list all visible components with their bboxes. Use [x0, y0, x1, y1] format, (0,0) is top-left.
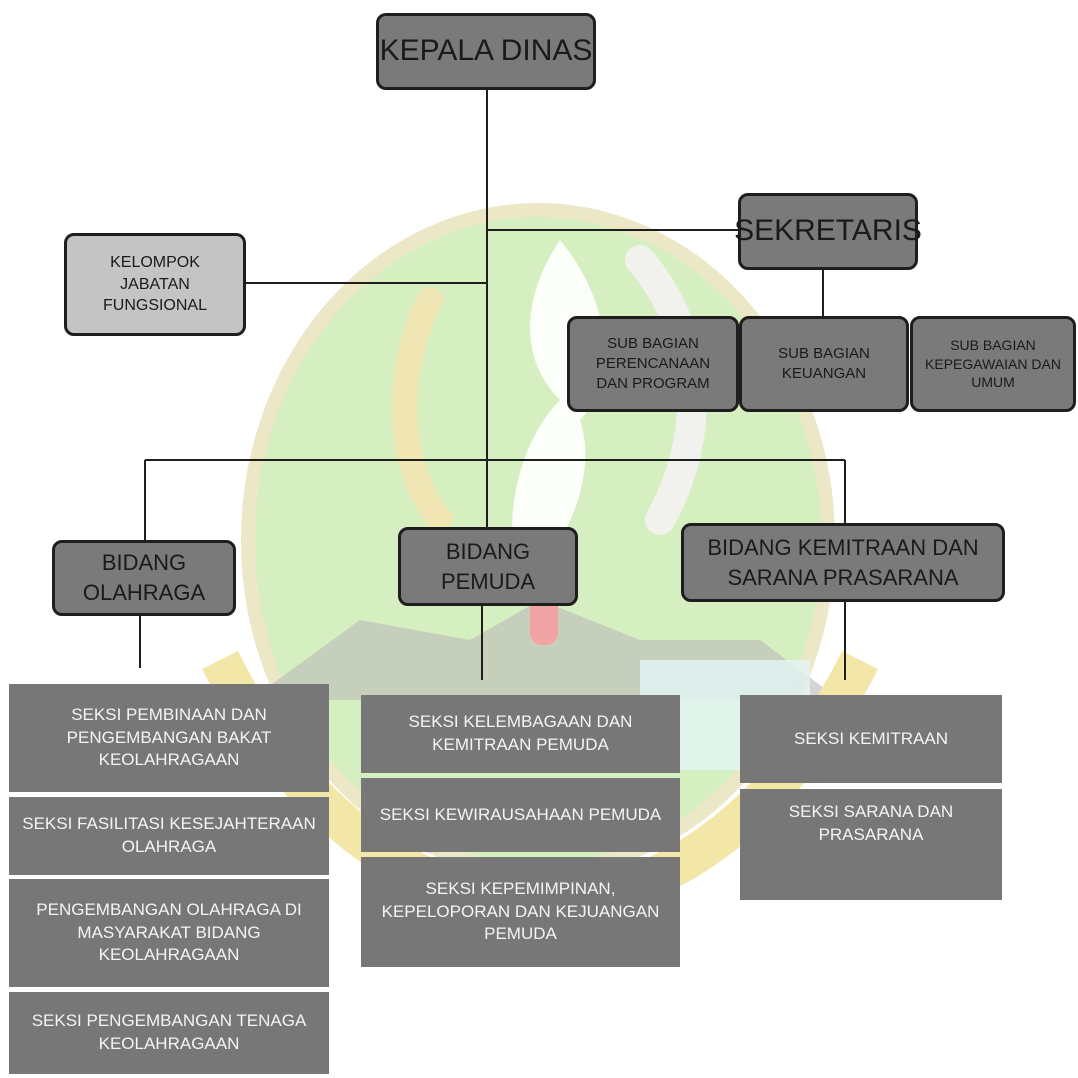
seksi-line: OLAHRAGA — [121, 837, 217, 856]
sub-kepegawaian-line-3: UMUM — [971, 374, 1015, 391]
seksi-kepemimpinan-box: SEKSI KEPEMIMPINAN, KEPELOPORAN DAN KEJU… — [361, 857, 680, 967]
seksi-line: PENGEMBANGAN BAKAT — [66, 727, 272, 747]
seksi-line: KEMITRAAN PEMUDA — [432, 735, 609, 754]
kepala-dinas-label: KEPALA DINAS — [379, 34, 593, 68]
seksi-line: PRASARANA — [818, 824, 924, 844]
bidang-kemitraan-line-2: SARANA PRASARANA — [727, 564, 959, 590]
kelompok-line-1: KELOMPOK — [110, 254, 200, 272]
seksi-line: SEKSI KEWIRAUSAHAAN PEMUDA — [379, 804, 662, 824]
bidang-pemuda-line-1: BIDANG — [445, 538, 531, 564]
seksi-line: SEKSI SARANA DAN — [788, 802, 954, 821]
seksi-line: SEKSI FASILITASI KESEJAHTERAAN — [22, 814, 316, 834]
seksi-sarana-prasarana-box: SEKSI SARANA DAN PRASARANA — [740, 789, 1002, 900]
seksi-line: PEMUDA — [484, 924, 557, 944]
sub-bagian-keuangan-box: SUB BAGIAN KEUANGAN — [739, 316, 909, 412]
seksi-line: MASYARAKAT BIDANG — [77, 922, 261, 942]
bidang-kemitraan-box: BIDANG KEMITRAAN DAN SARANA PRASARANA — [681, 523, 1005, 602]
bidang-pemuda-box: BIDANG PEMUDA — [398, 527, 578, 606]
pengembangan-olahraga-masyarakat-box: PENGEMBANGAN OLAHRAGA DI MASYARAKAT BIDA… — [9, 879, 329, 987]
sub-bagian-kepegawaian-box: SUB BAGIAN KEPEGAWAIAN DAN UMUM — [910, 316, 1076, 412]
seksi-line: SEKSI PEMBINAAN DAN — [71, 704, 267, 724]
sub-bagian-perencanaan-box: SUB BAGIAN PERENCANAAN DAN PROGRAM — [567, 316, 739, 412]
seksi-line: KEOLAHRAGAAN — [98, 1034, 240, 1053]
seksi-kemitraan-box: SEKSI KEMITRAAN — [740, 695, 1002, 783]
seksi-line: SEKSI KEMITRAAN — [794, 728, 948, 748]
seksi-pembinaan-bakat-box: SEKSI PEMBINAAN DAN PENGEMBANGAN BAKAT K… — [9, 684, 329, 792]
seksi-line: SEKSI PENGEMBANGAN TENAGA — [31, 1011, 307, 1031]
seksi-line: KEOLAHRAGAAN — [98, 945, 240, 965]
seksi-line: SEKSI KELEMBAGAAN DAN — [408, 712, 633, 732]
bidang-kemitraan-line-1: BIDANG KEMITRAAN DAN — [707, 534, 979, 560]
kepala-dinas-box: KEPALA DINAS — [376, 13, 596, 90]
seksi-pengembangan-tenaga-box: SEKSI PENGEMBANGAN TENAGA KEOLAHRAGAAN — [9, 992, 329, 1074]
seksi-kelembagaan-box: SEKSI KELEMBAGAAN DAN KEMITRAAN PEMUDA — [361, 695, 680, 773]
sub-perencanaan-line-3: DAN PROGRAM — [596, 375, 710, 393]
bidang-olahraga-box: BIDANG OLAHRAGA — [52, 540, 236, 616]
sub-perencanaan-line-2: PERENCANAAN — [595, 354, 711, 372]
bidang-pemuda-line-2: PEMUDA — [440, 568, 536, 594]
kelompok-line-3: FUNGSIONAL — [102, 297, 207, 315]
bidang-olahraga-line-2: OLAHRAGA — [82, 580, 206, 605]
kelompok-line-2: JABATAN — [120, 275, 190, 293]
seksi-kewirausahaan-box: SEKSI KEWIRAUSAHAAN PEMUDA — [361, 778, 680, 852]
seksi-line: KEPELOPORAN DAN KEJUANGAN — [381, 901, 660, 921]
sekretaris-box: SEKRETARIS — [734, 193, 922, 270]
seksi-line: PENGEMBANGAN OLAHRAGA DI — [36, 899, 302, 919]
sub-keuangan-line-2: KEUANGAN — [781, 365, 867, 382]
sub-keuangan-line-1: SUB BAGIAN — [778, 344, 870, 362]
seksi-line: KEOLAHRAGAAN — [98, 750, 240, 770]
sekretaris-label: SEKRETARIS — [734, 214, 922, 248]
sub-kepegawaian-line-1: SUB BAGIAN — [950, 336, 1036, 353]
sub-perencanaan-line-1: SUB BAGIAN — [607, 334, 699, 352]
bidang-olahraga-line-1: BIDANG — [101, 550, 187, 576]
seksi-fasilitasi-box: SEKSI FASILITASI KESEJAHTERAAN OLAHRAGA — [9, 797, 329, 875]
seksi-line: SEKSI KEPEMIMPINAN, — [425, 878, 616, 898]
kelompok-jabatan-fungsional-box: KELOMPOK JABATAN FUNGSIONAL — [64, 233, 246, 336]
sub-kepegawaian-line-2: KEPEGAWAIAN DAN — [925, 355, 1061, 372]
